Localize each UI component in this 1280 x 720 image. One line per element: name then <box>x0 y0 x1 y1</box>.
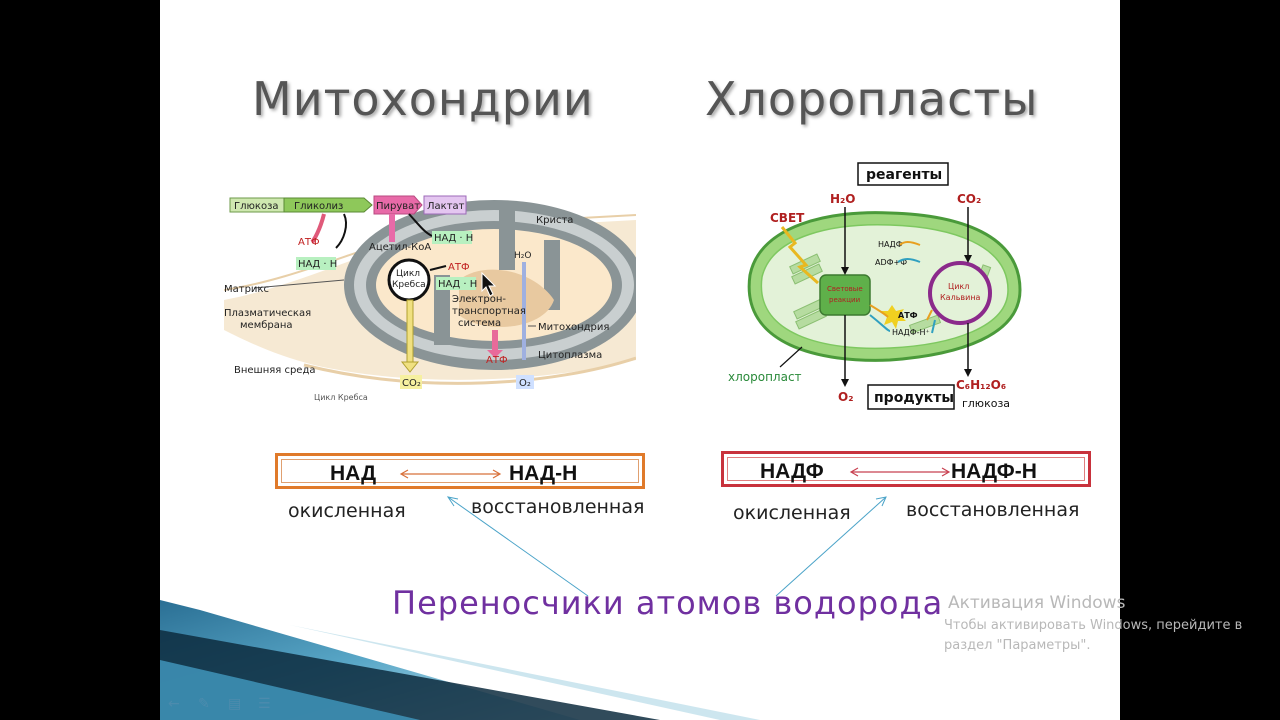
title-chloroplasts: Хлоропласты <box>705 72 1039 126</box>
mito-mitochondrion: Митохондрия <box>538 322 609 333</box>
oxidized-label-right: окисленная <box>733 502 851 524</box>
chloro-h2o: H₂O <box>830 192 856 206</box>
mouse-cursor-icon <box>481 271 497 297</box>
mito-atp-2: АТФ <box>448 262 470 273</box>
nadp-box: НАДФ НАДФ-Н <box>721 451 1091 487</box>
activation-watermark-title: Активация Windows <box>948 593 1126 613</box>
chloro-products: продукты <box>874 390 954 406</box>
mito-co2: CO₂ <box>402 378 421 389</box>
chloro-atp: АТФ <box>898 311 918 320</box>
mito-nadh-2: НАД · Н <box>434 233 473 244</box>
mitochondria-diagram: Глюкоза Гликолиз Пируват Лактат Криста А… <box>224 190 636 410</box>
chloro-label: хлоропласт <box>728 370 802 384</box>
chloro-nadp: НАДФ <box>878 240 903 249</box>
nadh-label: НАД-Н <box>509 462 578 485</box>
activation-watermark-text: Чтобы активировать Windows, перейдите в … <box>944 618 1243 653</box>
chloro-light-reactions-1: Световые <box>827 285 863 293</box>
chloro-light: СВЕТ <box>770 211 805 225</box>
mito-atp-1: АТФ <box>298 237 320 248</box>
chloro-calvin-1: Цикл <box>948 282 969 291</box>
chloro-co2: CO₂ <box>957 192 981 206</box>
title-mitochondria: Митохондрии <box>252 72 594 126</box>
decorative-swoosh <box>160 600 760 720</box>
nad-label: НАД <box>330 462 377 485</box>
chloro-light-reactions-2: реакции <box>829 296 860 304</box>
nadp-double-arrow <box>849 467 951 477</box>
mito-cycle-label-1: Цикл <box>396 269 420 279</box>
hydrogen-carriers-caption: Переносчики атомов водорода <box>392 584 944 622</box>
mito-acetyl-coa: Ацетил-КоА <box>369 242 431 253</box>
chloroplast-diagram: реагенты H₂O CO₂ СВЕТ Световые реакции Н… <box>720 155 1030 415</box>
mito-matrix: Матрикс <box>224 284 269 295</box>
mito-atp-3: АТФ <box>486 355 508 366</box>
mito-glucose: Глюкоза <box>234 201 279 212</box>
mito-caption: Цикл Кребса <box>314 393 368 402</box>
mito-h2o: H₂O <box>514 251 531 261</box>
chloro-calvin-2: Кальвина <box>940 293 981 302</box>
back-arrow-icon[interactable]: ← <box>168 696 180 712</box>
reduced-label-right: восстановленная <box>906 499 1080 521</box>
mito-nadh-3: НАД · Н <box>438 279 477 290</box>
menu-icon[interactable]: ☰ <box>258 696 271 712</box>
chloro-adp: ADФ+Ф <box>875 258 907 267</box>
slide: Митохондрии Хлоропласты Глюкоза Гликолиз… <box>160 0 1120 720</box>
mito-etc-1: Электрон- <box>452 294 506 305</box>
chloro-glucose: глюкоза <box>962 397 1010 410</box>
chloro-nadph: НАДФ-Н⁺ <box>892 328 930 337</box>
chloro-reagents: реагенты <box>866 167 942 183</box>
mito-membrane-1: Плазматическая <box>224 308 311 319</box>
chloro-o2: O₂ <box>838 390 853 404</box>
nadph-label: НАДФ-Н <box>951 460 1037 483</box>
nadp-label: НАДФ <box>760 460 824 483</box>
slides-icon[interactable]: ▤ <box>228 696 242 712</box>
mito-etc-2: транспортная <box>452 306 526 317</box>
oxidized-label-left: окисленная <box>288 500 406 522</box>
nad-double-arrow <box>399 469 502 479</box>
mito-o2: O₂ <box>519 378 531 389</box>
mito-crista: Криста <box>536 215 573 226</box>
pen-icon[interactable]: ✎ <box>198 696 210 712</box>
chloro-glucose-formula: C₆H₁₂O₆ <box>956 378 1006 392</box>
mito-lactate: Лактат <box>427 201 465 212</box>
mito-pyruvate: Пируват <box>376 201 420 212</box>
pointer-lines <box>446 496 887 597</box>
nad-box: НАД НАД-Н <box>275 453 645 489</box>
mito-nadh-1: НАД · Н <box>298 259 337 270</box>
mito-etc-3: система <box>458 318 501 329</box>
mito-glycolysis: Гликолиз <box>294 201 343 212</box>
mito-cycle-label-2: Кребса <box>392 280 426 290</box>
slideshow-nav: ← ✎ ▤ ☰ <box>168 696 278 712</box>
mito-membrane-2: мембрана <box>240 320 293 331</box>
reduced-label-left: восстановленная <box>471 496 645 518</box>
mito-outer-environment: Внешняя среда <box>234 365 316 376</box>
mito-cytoplasm: Цитоплазма <box>538 350 602 361</box>
